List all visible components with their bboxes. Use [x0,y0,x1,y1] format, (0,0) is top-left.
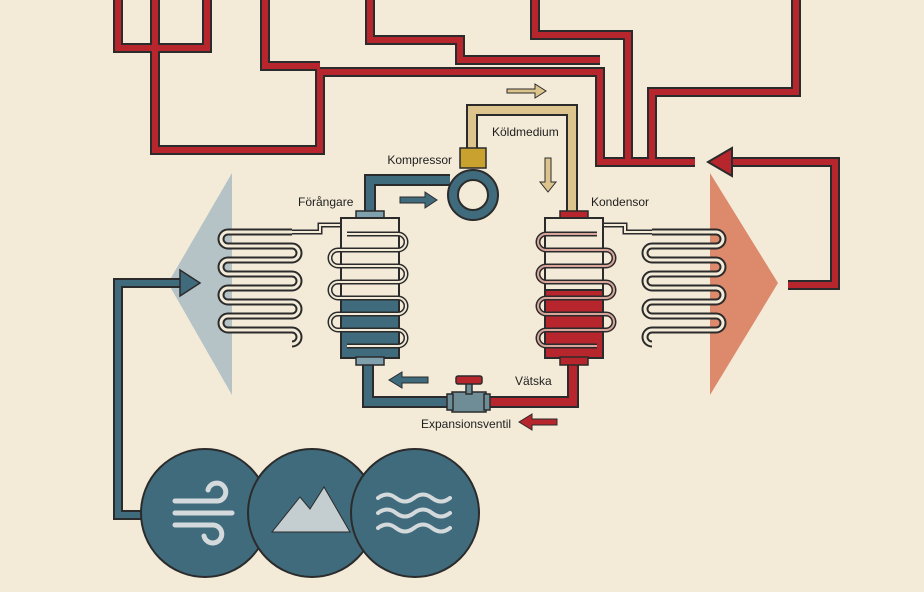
heat-sources [140,448,480,578]
expansion-valve-label: Expansionsventil [421,417,511,431]
heating-pipes [113,0,840,290]
wind-icon [172,480,235,546]
compressor-label: Kompressor [387,153,452,167]
gas-flow-arrow-top [506,83,547,99]
evaporator-label: Förångare [298,195,354,209]
flow-arrows [388,83,558,431]
condenser-fins [600,222,723,344]
condenser-label: Kondensor [591,195,649,209]
cold-fan-triangle [168,173,232,395]
source-arrowhead [179,268,202,298]
gas-flow-arrow-down [538,157,558,193]
waves-icon [376,492,452,534]
return-flow-arrow [388,371,429,389]
expansion-valve [446,375,491,413]
compressor [447,147,499,221]
warm-fan-triangle [710,173,778,395]
liquid-label: Vätska [515,374,552,388]
refrigerant-label: Köldmedium [492,125,559,139]
mountain-icon [270,486,351,533]
liquid-flow-arrow [518,413,558,431]
condenser [538,210,614,366]
suction-flow-arrow [399,191,438,209]
return-arrowhead [706,146,733,178]
evaporator-fins [221,222,345,344]
evaporator [330,210,406,366]
